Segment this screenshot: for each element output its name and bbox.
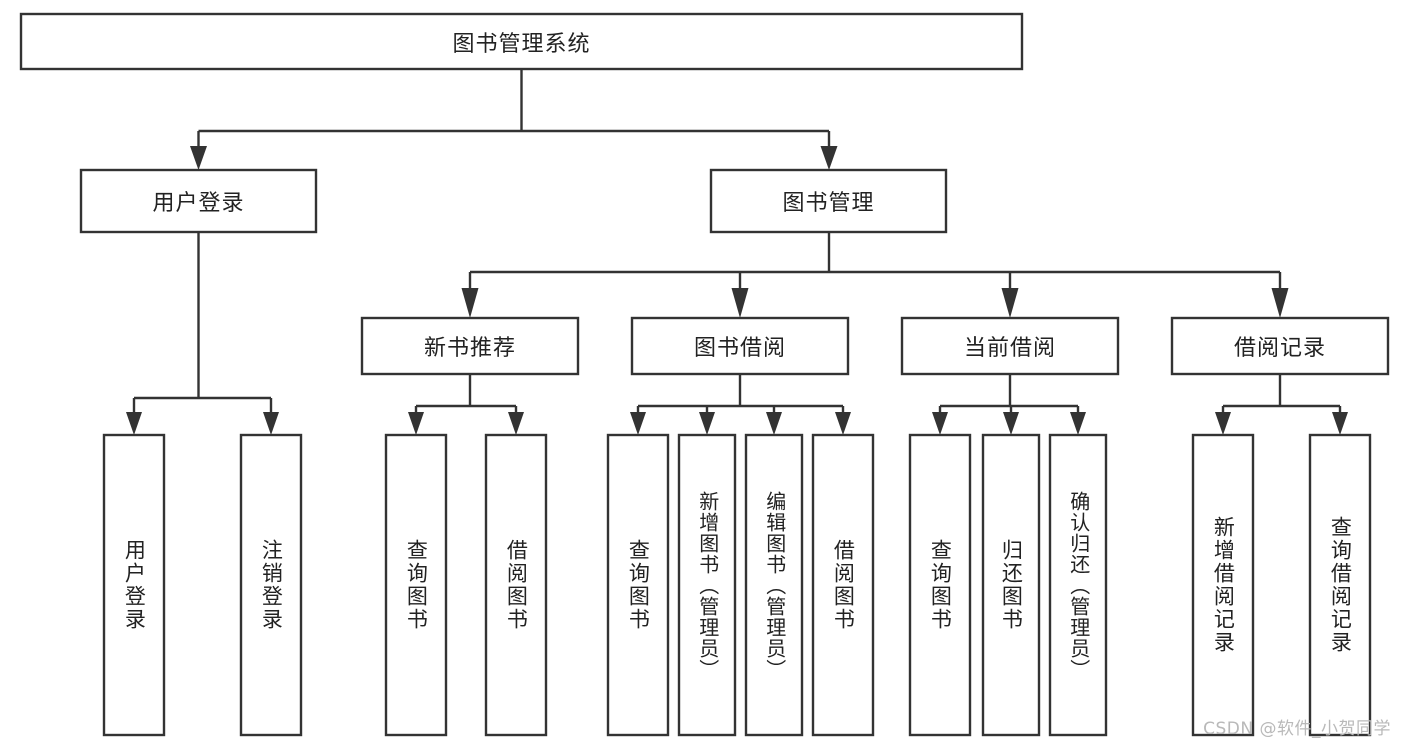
- arrow-to-current-borrow: [1001, 288, 1019, 318]
- node-leaf-borrow-book-1[interactable]: [484, 433, 548, 737]
- arrow-to-user-login: [190, 146, 207, 170]
- node-leaf-query-record[interactable]: [1308, 433, 1372, 737]
- arrow-to-book-borrow: [731, 288, 749, 318]
- arrow-to-leaf-add-book: [699, 412, 715, 435]
- connector-root-trunk: [197, 69, 831, 152]
- arrow-to-leaf-edit-book: [766, 412, 782, 435]
- arrow-to-leaf-borrow-book-1: [508, 412, 524, 435]
- node-leaf-logout[interactable]: [239, 433, 303, 737]
- arrow-to-book-manage: [820, 146, 838, 170]
- arrowheads-group: [126, 146, 1348, 435]
- node-leaf-user-login[interactable]: [102, 433, 166, 737]
- csdn-watermark: CSDN @软件_小贺同学: [1203, 719, 1391, 739]
- arrow-to-leaf-borrow-book-2: [835, 412, 851, 435]
- node-borrow-record[interactable]: [1170, 316, 1390, 376]
- arrow-to-leaf-query-book-1: [408, 412, 424, 435]
- connector-bookborrow-trunk: [636, 374, 845, 417]
- node-leaf-query-book-3[interactable]: [908, 433, 972, 737]
- node-leaf-query-book-2[interactable]: [606, 433, 670, 737]
- node-user-login[interactable]: [79, 168, 318, 234]
- node-new-book-rec[interactable]: [360, 316, 580, 376]
- arrow-to-new-book-rec: [461, 288, 479, 318]
- connector-userlogin-trunk: [132, 232, 273, 417]
- node-book-borrow[interactable]: [630, 316, 850, 376]
- node-leaf-edit-book[interactable]: [744, 433, 804, 737]
- node-leaf-query-book-1[interactable]: [384, 433, 448, 737]
- connector-bookmanage-trunk: [468, 232, 1282, 291]
- node-leaf-add-book[interactable]: [677, 433, 737, 737]
- node-leaf-confirm-return[interactable]: [1048, 433, 1108, 737]
- boxes-group: [19, 12, 1390, 737]
- connector-currentborrow-trunk: [938, 374, 1080, 417]
- arrow-to-leaf-user-login: [126, 412, 142, 435]
- arrow-to-borrow-record: [1271, 288, 1289, 318]
- node-root-图书管理系统[interactable]: [19, 12, 1024, 71]
- node-book-manage[interactable]: [709, 168, 948, 234]
- node-leaf-borrow-book-2[interactable]: [811, 433, 875, 737]
- arrow-to-leaf-return-book: [1003, 412, 1019, 435]
- connector-borrowrecord-trunk: [1221, 374, 1342, 417]
- arrow-to-leaf-query-book-3: [932, 412, 948, 435]
- node-leaf-return-book[interactable]: [981, 433, 1041, 737]
- arrow-to-leaf-logout: [263, 412, 279, 435]
- arrow-to-leaf-query-book-2: [630, 412, 646, 435]
- arrow-to-leaf-confirm-return: [1070, 412, 1086, 435]
- node-current-borrow[interactable]: [900, 316, 1120, 376]
- arrow-to-leaf-query-record: [1332, 412, 1348, 435]
- arrow-to-leaf-add-record: [1215, 412, 1231, 435]
- connector-newbook-trunk: [414, 374, 518, 417]
- connectors-group: [132, 69, 1342, 417]
- node-leaf-add-record[interactable]: [1191, 433, 1255, 737]
